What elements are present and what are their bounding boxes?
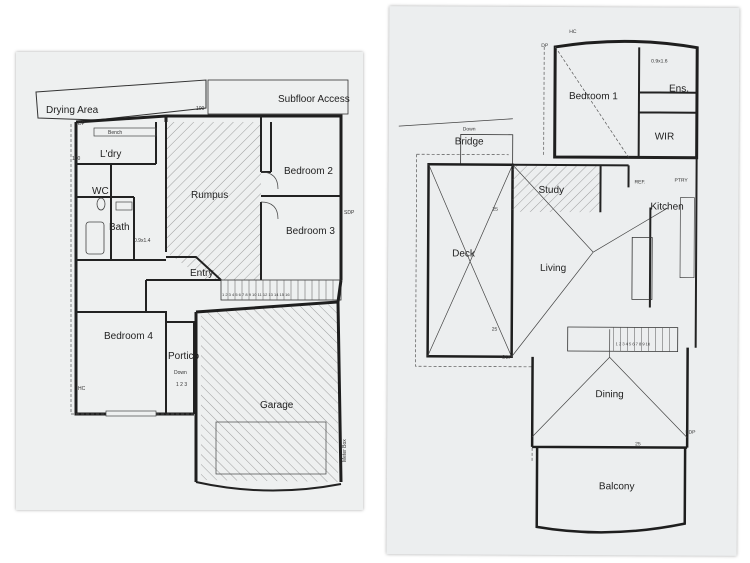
bedroom-dashed xyxy=(543,46,629,158)
label-living: Living xyxy=(540,263,566,274)
kitchen-bench xyxy=(679,197,695,279)
garage-floor xyxy=(201,304,338,482)
label-bedroom3: Bedroom 3 xyxy=(286,226,335,237)
study-floor xyxy=(512,164,601,213)
label-drying-area: Drying Area xyxy=(46,105,99,116)
laundry-bench xyxy=(93,127,157,137)
label-ref: REF. xyxy=(635,179,646,185)
label-bridge: Bridge xyxy=(455,136,484,147)
lower-floor-plan-sheet: 1 2 3 4 5 6 7 8 9 10 11 12 13 14 15 16 D… xyxy=(16,52,363,510)
dining-roof-lines xyxy=(531,329,688,438)
study-walls xyxy=(512,163,629,213)
vanity xyxy=(115,201,133,211)
label-bedroom4: Bedroom 4 xyxy=(104,331,153,342)
label-kitchen: Kitchen xyxy=(650,201,683,212)
label-bedroom1: Bedroom 1 xyxy=(569,91,618,102)
label-fall-25-c: 25 xyxy=(635,441,641,447)
wet-area-walls xyxy=(76,122,166,261)
stair xyxy=(220,279,342,301)
label-dining: Dining xyxy=(595,389,623,400)
label-fall-25-a: 25 xyxy=(492,207,498,213)
label-wc: WC xyxy=(92,186,109,197)
label-subfloor-access: Subfloor Access xyxy=(278,94,350,105)
subfloor-access-outline xyxy=(207,79,349,115)
dining-walls xyxy=(530,347,689,449)
upper-stair-numbers: 1 2 3 4 5 6 7 8 9 10 xyxy=(616,341,651,346)
bedroom1-walls xyxy=(553,39,699,160)
bedroom-walls xyxy=(261,122,341,197)
label-bath-size: 0.9x1.4 xyxy=(134,238,151,244)
ensuite-wir-walls xyxy=(637,47,697,158)
label-entry: Entry xyxy=(190,268,213,279)
label-bench-text: Bench xyxy=(108,130,122,136)
label-hc: HC xyxy=(78,386,86,392)
bedroom2-door xyxy=(260,171,279,190)
toilet xyxy=(96,197,106,211)
bathtub xyxy=(85,221,105,255)
label-dim-100-a: 100 xyxy=(196,106,205,112)
label-down-upper: Down xyxy=(463,126,476,132)
label-bench: DP xyxy=(78,121,86,127)
stair-numbers: 1 2 3 4 5 6 7 8 9 10 11 12 13 14 15 16 xyxy=(222,292,290,297)
lower-floor-plan: 1 2 3 4 5 6 7 8 9 10 11 12 13 14 15 16 D… xyxy=(35,79,355,492)
rumpus-walls xyxy=(165,116,262,280)
label-gdp: GDP xyxy=(502,355,514,361)
rumpus-floor xyxy=(166,122,261,280)
garage-door-panel xyxy=(215,421,327,475)
label-hc-top: HC xyxy=(569,29,577,35)
deck-roof-lines xyxy=(427,164,669,357)
label-fall-25-b: 25 xyxy=(492,327,498,333)
label-sdp-upper: SDP xyxy=(685,430,696,436)
upper-floor-plan-sheet: 1 2 3 4 5 6 7 8 9 10 Bedroom 1 Ens. 0.9x… xyxy=(386,6,740,556)
garage-door xyxy=(195,481,342,492)
label-dim-100-b: 100 xyxy=(72,156,81,162)
upper-stair xyxy=(567,326,679,353)
label-porch-steps: 1 2 3 xyxy=(176,382,187,388)
label-laundry: L'dry xyxy=(100,149,121,160)
bedroom3-door xyxy=(260,201,279,220)
garage-walls xyxy=(194,279,343,483)
label-wir: WIR xyxy=(655,131,675,142)
label-meter-box: Meter Box xyxy=(342,439,348,462)
label-garage: Garage xyxy=(260,400,294,411)
label-down: Down xyxy=(174,370,187,376)
label-ens-size: 0.9x1.6 xyxy=(651,58,668,64)
drying-area-outline xyxy=(35,79,207,121)
balcony-outline xyxy=(535,446,687,534)
label-study: Study xyxy=(538,185,564,196)
bridge-rail xyxy=(398,118,513,127)
label-pantry: PTRY xyxy=(675,178,689,184)
label-portico: Portico xyxy=(168,351,200,362)
label-bedroom2: Bedroom 2 xyxy=(284,166,333,177)
label-rumpus: Rumpus xyxy=(191,190,228,201)
bedroom4-window xyxy=(105,410,157,417)
upper-floor-plan: 1 2 3 4 5 6 7 8 9 10 Bedroom 1 Ens. 0.9x… xyxy=(398,29,699,534)
label-bath: Bath xyxy=(109,222,130,233)
entry-walls xyxy=(145,256,222,312)
label-balcony: Balcony xyxy=(599,481,635,492)
label-dp-top: DP xyxy=(541,43,549,49)
living-walls xyxy=(627,156,698,348)
label-ensuite: Ens. xyxy=(669,84,689,95)
bedroom4-walls xyxy=(76,311,195,414)
label-deck: Deck xyxy=(452,248,476,259)
kitchen-island xyxy=(631,236,653,300)
label-sdp: SDP xyxy=(344,210,355,216)
